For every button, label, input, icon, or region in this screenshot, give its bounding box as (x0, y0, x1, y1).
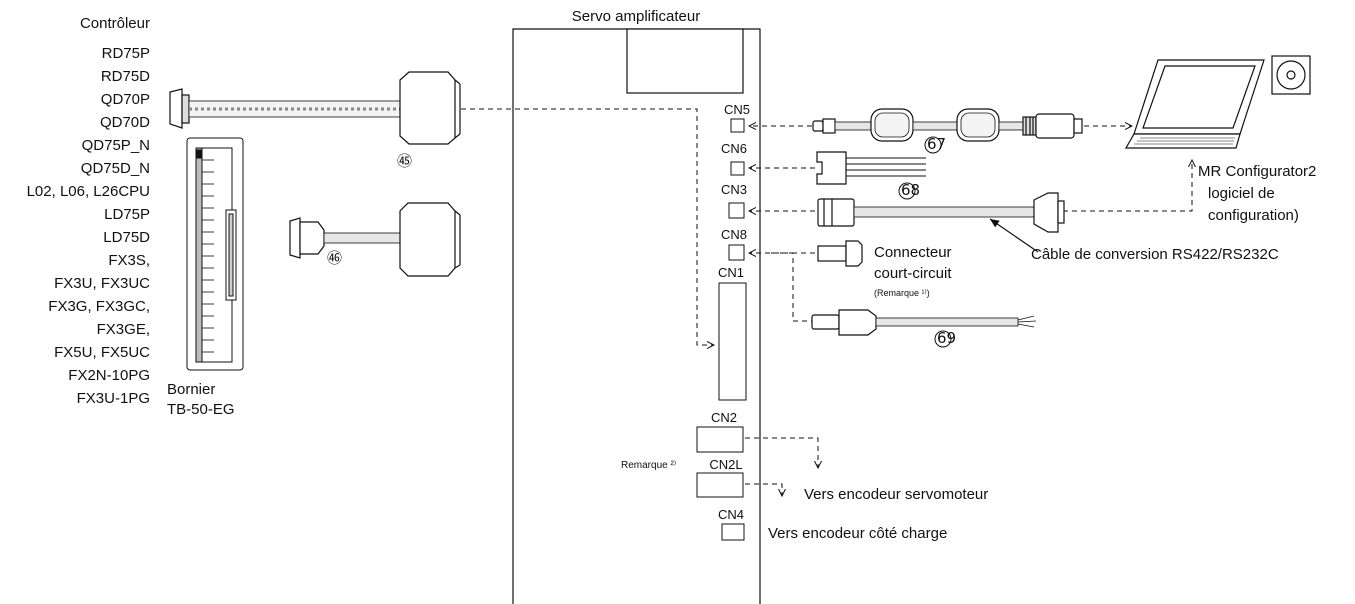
controller-title: Contrôleur (80, 15, 150, 32)
controller-model: QD75D_N (81, 160, 150, 177)
software-label-3: configuration) (1208, 207, 1299, 224)
controller-model: QD75P_N (82, 137, 150, 154)
controller-model: QD70D (100, 114, 150, 131)
cn4-port[interactable] (721, 523, 745, 541)
amplifier-body (512, 28, 761, 604)
cn8-label: CN8 (721, 227, 747, 242)
cn2l-port[interactable] (696, 472, 744, 498)
cable-55-line (188, 100, 410, 118)
cable-67-number: 67 (927, 135, 946, 153)
note-2: Remarque ²⁾ (621, 460, 676, 471)
terminal-block (186, 137, 244, 371)
cn5-port[interactable] (730, 118, 745, 133)
controller-model: FX3S, (108, 252, 150, 269)
controller-model: FX5U, FX5UC (54, 344, 150, 361)
cable-55-number: ㊺ (397, 152, 412, 170)
controller-model: RD75P (102, 45, 150, 62)
controller-model: QD70P (101, 91, 150, 108)
software-label-1: MR Configurator2 (1198, 163, 1316, 180)
controller-model: RD75D (101, 68, 150, 85)
cable-68-circle (898, 182, 916, 200)
cn1-label: CN1 (718, 265, 744, 280)
terminal-block-label-1: Bornier (167, 381, 215, 398)
cable-69-circle (934, 330, 952, 348)
controller-model: L02, L06, L26CPU (27, 183, 150, 200)
cable-56-number: ㊻ (327, 249, 342, 267)
controller-model: LD75D (103, 229, 150, 246)
cn6-port[interactable] (730, 161, 745, 176)
conversion-cable-label: Câble de conversion RS422/RS232C (1031, 246, 1279, 263)
cable-55-connector (399, 71, 461, 145)
laptop-icon (1124, 59, 1265, 149)
cn8-port[interactable] (728, 244, 745, 261)
cable-56 (289, 202, 461, 277)
cn6-label: CN6 (721, 141, 747, 156)
cable-67-circle (924, 136, 942, 154)
short-connector-label-1: Connecteur (874, 244, 952, 261)
amplifier-title: Servo amplificateur (572, 8, 700, 25)
controller-model: FX3GE, (97, 321, 150, 338)
terminal-block-label-2: TB-50-EG (167, 401, 235, 418)
cn2-label: CN2 (711, 410, 737, 425)
cn1-port[interactable] (718, 282, 747, 401)
cable-68-number: 68 (901, 181, 920, 199)
controller-model: FX3U-1PG (77, 390, 150, 407)
controller-model: FX3U, FX3UC (54, 275, 150, 292)
controller-model: LD75P (104, 206, 150, 223)
conversion-cable (817, 192, 1065, 233)
cn4-label: CN4 (718, 507, 744, 522)
cn2-port[interactable] (696, 426, 744, 453)
cn3-port[interactable] (728, 202, 745, 219)
cd-rom-icon (1271, 55, 1311, 95)
controller-model: FX3G, FX3GC, (48, 298, 150, 315)
software-label-2: logiciel de (1208, 185, 1275, 202)
short-connector-label-2: court-circuit (874, 265, 952, 282)
cn3-label: CN3 (721, 182, 747, 197)
cn2l-label: CN2L (709, 457, 742, 472)
cable-67 (812, 108, 1083, 142)
to-load-encoder-label: Vers encodeur côté charge (768, 525, 947, 542)
controller-model: FX2N-10PG (68, 367, 150, 384)
to-servo-encoder-label: Vers encodeur servomoteur (804, 486, 988, 503)
controller-plug (169, 88, 190, 129)
short-connector-note: (Remarque ¹⁾) (874, 288, 930, 298)
conversion-cable-pointer (989, 218, 1039, 253)
controller-list: Contrôleur RD75P RD75D QD70P QD70D QD75P… (27, 15, 151, 407)
short-circuit-connector (817, 240, 863, 267)
dashed-connections (461, 108, 1192, 496)
cable-68 (816, 151, 926, 185)
cable-69 (811, 309, 1037, 336)
cable-69-number: 69 (937, 329, 956, 347)
cn5-label: CN5 (724, 102, 750, 117)
